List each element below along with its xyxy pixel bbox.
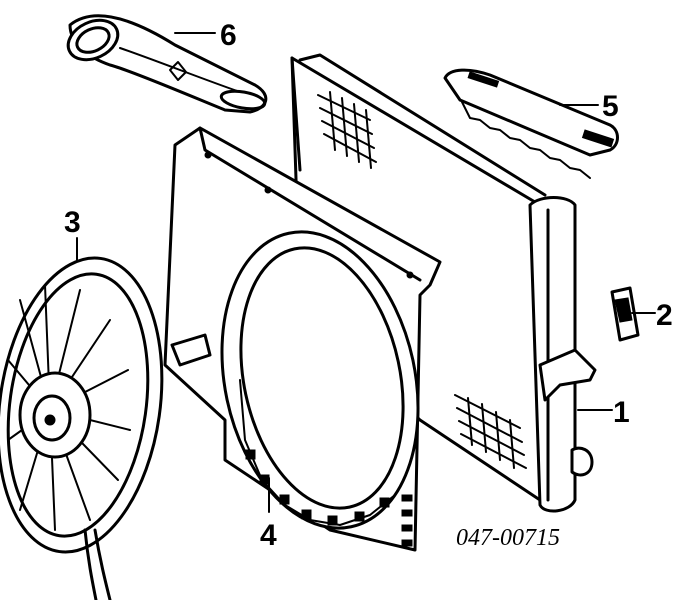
callout-2: 2 [656,299,673,332]
callout-4: 4 [260,519,277,552]
part-fan-shroud [163,126,442,552]
callout-3: 3 [64,206,81,239]
part-clip [610,286,640,342]
radiator-core-grid-bottom [454,394,527,469]
radiator-core-grid-top [317,91,377,169]
callout-5: 5 [602,90,619,123]
part-air-duct [66,14,268,114]
callout-1: 1 [613,396,630,429]
leader-lines [76,32,656,513]
callout-6: 6 [220,19,237,52]
diagram-part-number: 047-00715 [456,525,560,551]
part-seal-strip [443,68,619,179]
part-electric-fan [0,256,164,600]
